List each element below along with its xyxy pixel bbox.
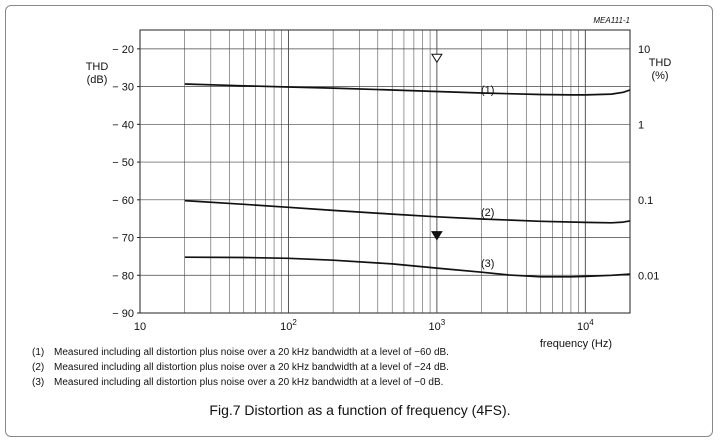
y-tick-label: − 30 xyxy=(112,82,134,94)
x-tick-label: 10 xyxy=(134,321,146,333)
note-text: Measured including all distortion plus n… xyxy=(54,362,449,373)
y-axis-label-right: THD xyxy=(649,57,672,69)
note-2: (2) Measured including all distortion pl… xyxy=(32,360,449,375)
y-tick-label: − 80 xyxy=(112,270,134,282)
x-axis-label: frequency (Hz) xyxy=(540,338,612,350)
y-axis-label-left-unit: (dB) xyxy=(87,74,108,86)
right-tick-label: 0.1 xyxy=(638,195,653,207)
series-2-label: (2) xyxy=(481,207,494,219)
series-1-label: (1) xyxy=(481,84,494,96)
figure-caption: Fig.7 Distortion as a function of freque… xyxy=(209,402,511,418)
series-2-line xyxy=(184,199,631,224)
y-axis-label-right-unit: (%) xyxy=(651,70,668,82)
note-number: (3) xyxy=(32,377,45,388)
right-tick-label: 1 xyxy=(638,119,644,131)
right-tick-label: 10 xyxy=(638,44,650,56)
y-axis-label-left: THD xyxy=(86,61,109,73)
y-tick-label: − 90 xyxy=(112,308,134,320)
note-1: (1) Measured including all distortion pl… xyxy=(32,345,449,360)
marker-triangle-filled xyxy=(430,231,443,241)
notes-list: (1) Measured including all distortion pl… xyxy=(32,345,449,390)
figure-id: MEA111-1 xyxy=(593,16,630,25)
note-number: (2) xyxy=(32,362,45,373)
series-3-line xyxy=(184,256,631,278)
x-tick-label: 104 xyxy=(577,318,594,333)
series-3-label: (3) xyxy=(481,258,494,270)
y-tick-label: − 70 xyxy=(112,233,134,245)
note-number: (1) xyxy=(32,347,45,358)
y-tick-label: − 40 xyxy=(112,119,134,131)
y-tick-label: − 60 xyxy=(112,195,134,207)
note-text: Measured including all distortion plus n… xyxy=(54,377,444,388)
y-tick-label: − 50 xyxy=(112,157,134,169)
x-tick-label: 103 xyxy=(429,318,446,333)
y-tick-label: − 20 xyxy=(112,44,134,56)
series-1-line xyxy=(184,83,631,96)
figure-frame xyxy=(5,5,713,437)
note-3: (3) Measured including all distortion pl… xyxy=(32,375,449,390)
marker-triangle-open xyxy=(430,53,443,64)
note-text: Measured including all distortion plus n… xyxy=(54,347,449,358)
right-tick-label: 0.01 xyxy=(638,270,659,282)
plot-frame xyxy=(139,29,631,314)
x-tick-label: 102 xyxy=(280,318,297,333)
